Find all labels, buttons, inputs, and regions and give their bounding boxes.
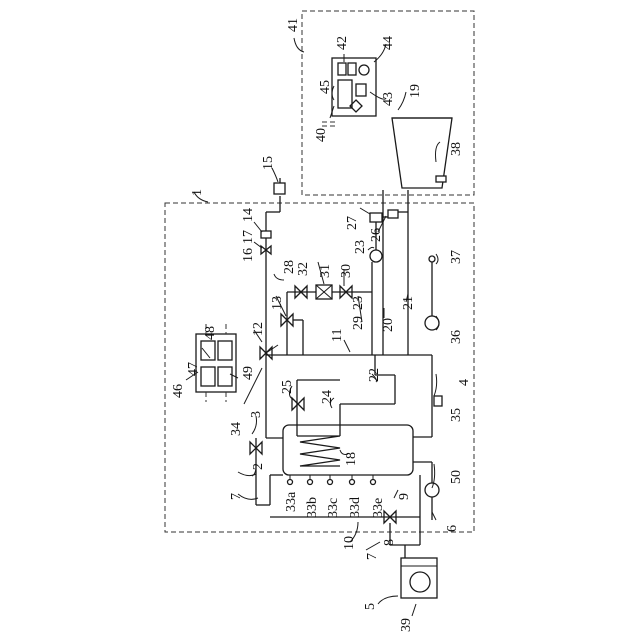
label-41: 41: [286, 18, 301, 32]
label-27: 27: [345, 216, 360, 230]
label-33d: 33d: [348, 497, 363, 518]
label-19: 19: [408, 84, 423, 98]
label-32: 32: [296, 262, 311, 276]
panel-47-cell-c: [201, 367, 215, 386]
label-33a: 33a: [284, 491, 299, 512]
label-39: 39: [399, 618, 414, 632]
tank-sensors-33: [288, 475, 376, 485]
label-15: 15: [261, 156, 276, 170]
label-33b: 33b: [305, 497, 320, 518]
label-29: 29: [351, 316, 366, 330]
label-23a: 23: [353, 240, 368, 254]
label-8: 8: [382, 539, 397, 546]
label-46: 46: [171, 384, 186, 398]
label-43: 43: [381, 92, 396, 106]
label-13: 13: [270, 296, 285, 310]
label-6: 6: [445, 525, 460, 532]
label-22: 22: [367, 368, 382, 382]
label-1: 1: [190, 189, 205, 196]
label-25: 25: [280, 380, 295, 394]
sensor-23: [370, 250, 382, 262]
label-37: 37: [449, 250, 464, 264]
label-17: 17: [241, 230, 256, 244]
label-42: 42: [335, 36, 350, 50]
valve-26: [388, 210, 398, 218]
drum-39: [410, 572, 430, 592]
fixture-15: [274, 183, 285, 194]
label-26: 26: [369, 228, 384, 242]
label-35: 35: [449, 408, 464, 422]
label-16: 16: [241, 248, 256, 262]
label-33c: 33c: [326, 498, 341, 518]
label-9: 9: [397, 493, 412, 500]
label-30: 30: [339, 264, 354, 278]
label-7a: 7: [229, 493, 244, 500]
panel-47-cell-a: [201, 341, 215, 360]
label-24: 24: [320, 390, 335, 404]
label-2: 2: [251, 463, 266, 470]
button-42a: [338, 63, 346, 75]
label-45: 45: [318, 80, 333, 94]
label-7b: 7: [365, 553, 380, 560]
label-11: 11: [330, 329, 345, 342]
button-42b: [348, 63, 356, 75]
label-50: 50: [449, 470, 464, 484]
label-28: 28: [282, 260, 297, 274]
label-23b: 23: [351, 296, 366, 310]
device-35: [434, 396, 442, 406]
label-48: 48: [203, 326, 218, 340]
label-36: 36: [449, 330, 464, 344]
label-44: 44: [381, 36, 396, 50]
label-49: 49: [241, 366, 256, 380]
label-20: 20: [381, 318, 396, 332]
knob-44: [359, 65, 369, 75]
valve-27: [370, 213, 382, 222]
label-21: 21: [401, 296, 416, 310]
label-3: 3: [249, 411, 264, 418]
label-18: 18: [344, 452, 359, 466]
pump-50: [425, 483, 439, 497]
panel-49-cell-d: [218, 367, 232, 386]
label-33e: 33e: [371, 498, 386, 518]
label-5: 5: [363, 603, 378, 610]
label-31: 31: [318, 264, 333, 278]
drain-38: [436, 176, 446, 182]
panel-48-cell-b: [218, 341, 232, 360]
label-12: 12: [251, 322, 266, 336]
tank-2: [283, 425, 413, 475]
display-45: [338, 80, 352, 108]
sensor-37: [429, 256, 435, 262]
label-34: 34: [229, 422, 244, 436]
label-10: 10: [342, 536, 357, 550]
label-40: 40: [314, 128, 329, 142]
label-47: 47: [186, 362, 201, 376]
label-14: 14: [241, 208, 256, 222]
label-38: 38: [449, 142, 464, 156]
indicator-43a: [356, 84, 366, 96]
label-4: 4: [457, 379, 472, 386]
